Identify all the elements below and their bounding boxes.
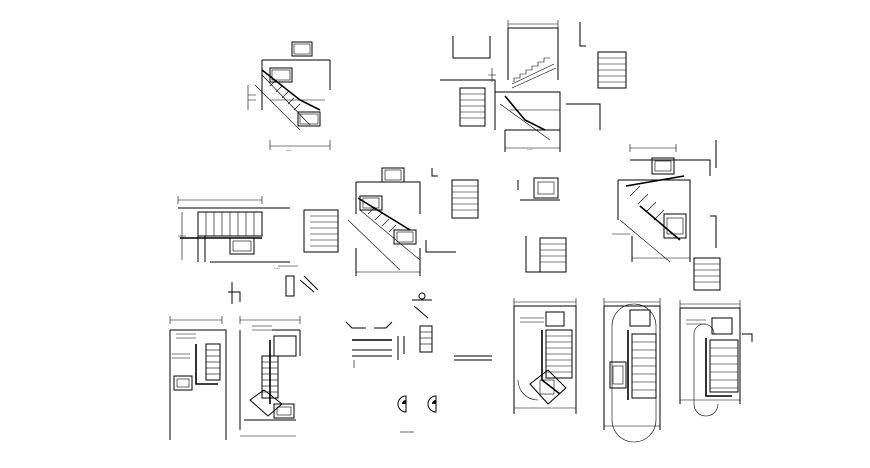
svg-text:----: ---- (527, 147, 533, 152)
stair-lift-plan-3 (612, 140, 721, 291)
svg-text:----: ---- (274, 266, 280, 271)
stair-section-1: ---- (440, 20, 627, 152)
stair-lift-large-1 (513, 298, 577, 414)
stair-lift-large-3 (679, 300, 753, 417)
stair-lift-plan-1: ---- (247, 41, 331, 153)
svg-text:----: ---- (286, 148, 292, 153)
stair-lift-small-1 (169, 316, 227, 440)
chair-symbols (228, 265, 319, 304)
stair-elevation-1: ---- (177, 196, 290, 271)
stair-lift-plan-2 (303, 167, 479, 276)
lift-symbols (345, 292, 492, 433)
stair-section-2 (517, 177, 567, 273)
stair-lift-large-2 (603, 298, 661, 443)
stair-lift-small-2 (239, 316, 301, 437)
